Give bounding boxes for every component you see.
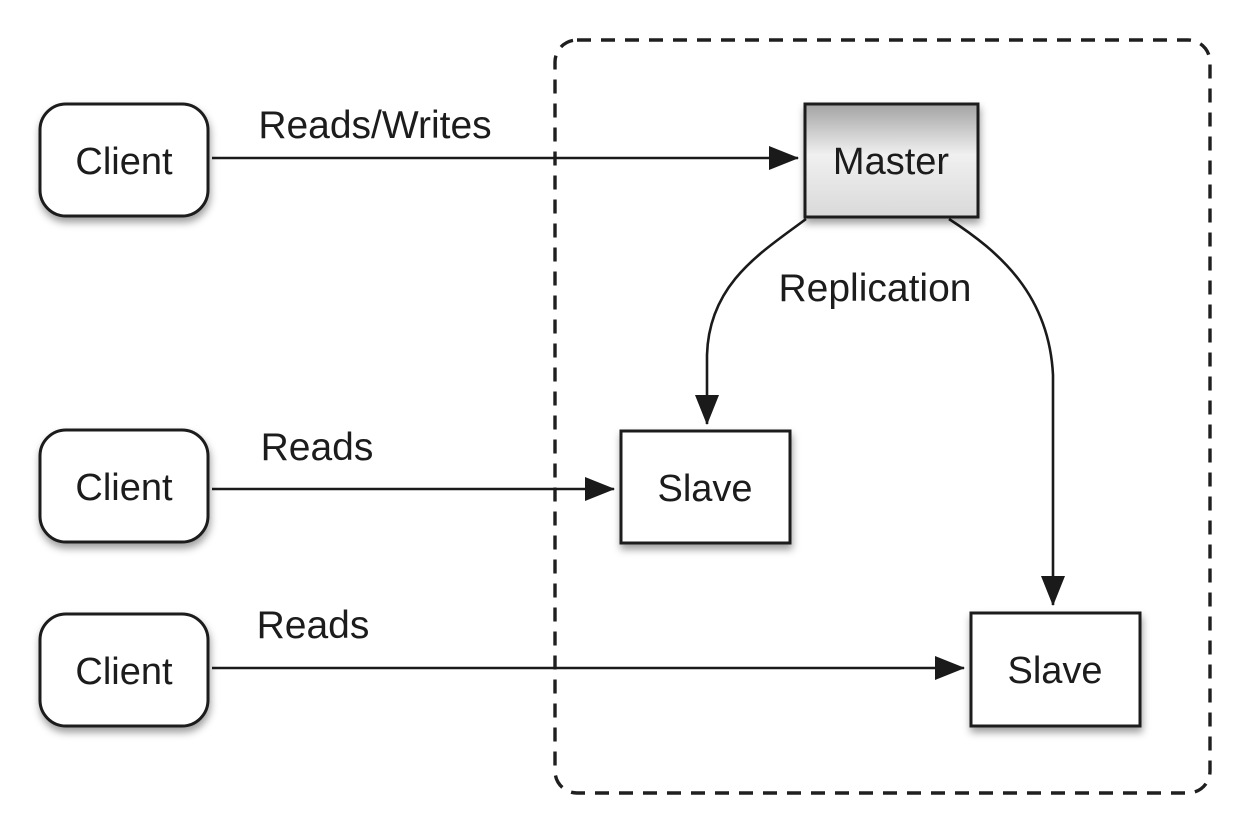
edge-label-replication: Replication	[779, 267, 972, 310]
node-client-middle-box	[38, 428, 210, 544]
node-client-top-label: Client	[75, 141, 173, 183]
edge-replication-left-curve	[695, 217, 807, 425]
node-master: Master	[803, 102, 980, 219]
node-client-bottom: Client	[38, 612, 210, 728]
node-slave-left-label: Slave	[657, 468, 752, 510]
node-client-top: Client	[38, 102, 210, 218]
node-slave-right: Slave	[969, 611, 1142, 728]
edge-replication: Replication	[695, 217, 1065, 606]
node-client-top-box	[38, 102, 210, 218]
node-slave-left-box	[619, 429, 792, 545]
node-master-box	[803, 102, 980, 219]
edge-reads-middle: Reads	[212, 426, 615, 501]
node-client-bottom-box	[38, 612, 210, 728]
node-slave-left: Slave	[619, 429, 792, 545]
edge-reads-writes: Reads/Writes	[212, 104, 799, 170]
edge-label-reads-middle: Reads	[261, 426, 374, 469]
edge-label-reads-writes: Reads/Writes	[258, 104, 491, 147]
edge-replication-right-curve	[948, 217, 1065, 606]
edge-label-reads-bottom: Reads	[257, 604, 370, 647]
edge-reads-bottom: Reads	[212, 604, 965, 680]
node-client-bottom-label: Client	[75, 651, 173, 693]
node-client-middle: Client	[38, 428, 210, 544]
node-slave-right-box	[969, 611, 1142, 728]
node-slave-right-label: Slave	[1007, 650, 1102, 692]
node-master-label: Master	[833, 141, 949, 183]
server-group-dashed-boundary	[553, 38, 1212, 795]
node-client-middle-label: Client	[75, 467, 173, 509]
